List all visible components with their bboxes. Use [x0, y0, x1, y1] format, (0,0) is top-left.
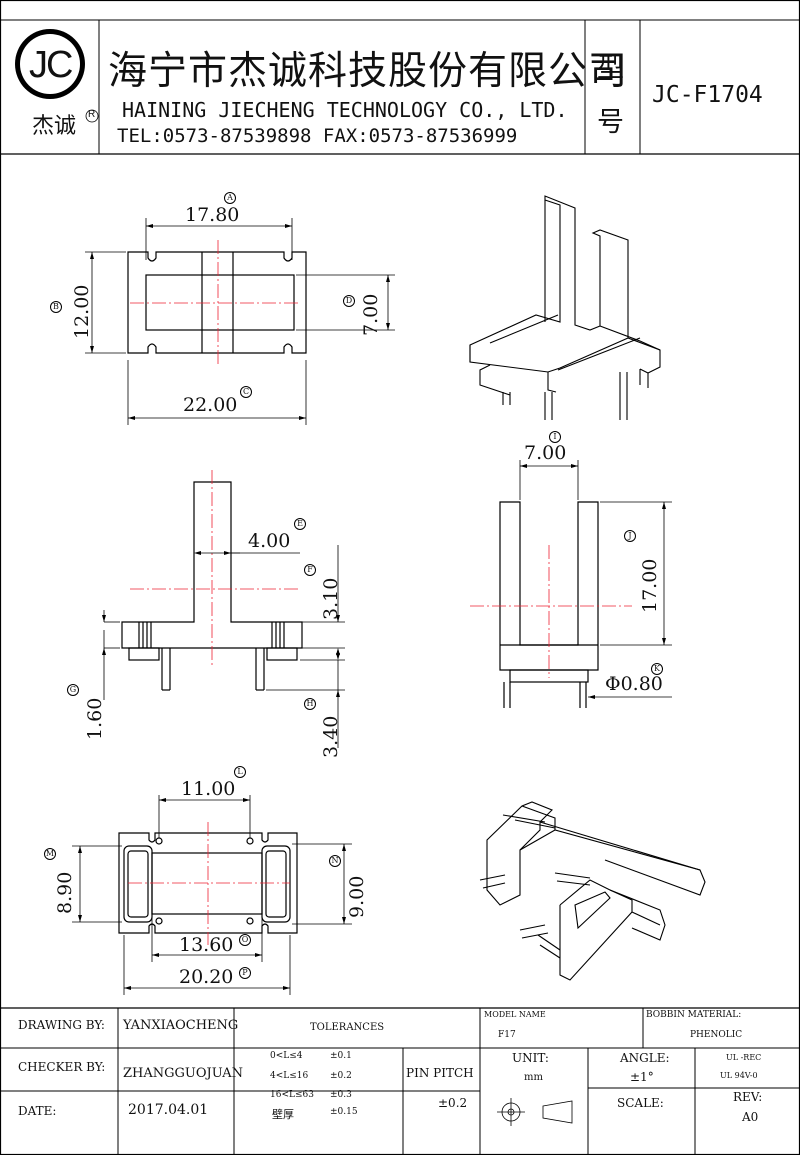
tol-row-3-value: ±0.3 — [330, 1090, 352, 1100]
dim-tag-f: F — [304, 564, 316, 576]
pin-pitch-value: ±0.2 — [438, 1096, 468, 1110]
dim-tag-d: D — [343, 295, 355, 307]
checker-by-value: ZHANGGUOJUAN — [123, 1066, 244, 1081]
tol-row-4-value: ±0.15 — [330, 1107, 358, 1117]
dim-tag-h: H — [304, 698, 316, 710]
company-name-en: HAINING JIECHENG TECHNOLOGY CO., LTD. — [122, 98, 568, 122]
dim-a-value: 17.80 — [185, 204, 240, 226]
bobbin-material-label: BOBBIN MATERIAL: — [646, 1010, 742, 1020]
dim-tag-k: K — [651, 663, 663, 675]
tol-row-4-range: 壁厚 — [272, 1108, 294, 1121]
logo-text: JC — [29, 44, 73, 86]
dim-k-value: Φ0.80 — [605, 673, 663, 695]
checker-by-label: CHECKER BY: — [18, 1060, 106, 1074]
bottom-view — [118, 832, 298, 934]
dim-b-value: 12.00 — [71, 284, 93, 339]
isometric-view-top — [469, 195, 661, 420]
dim-c-value: 22.00 — [183, 394, 238, 416]
tol-row-2-range: 4<L≤16 — [270, 1071, 309, 1081]
ul-94v0: UL 94V-0 — [720, 1071, 758, 1080]
drawing-by-value: YANXIAOCHENG — [123, 1018, 239, 1033]
angle-value: ±1° — [630, 1070, 654, 1084]
model-label-2: 号 — [597, 107, 624, 138]
projection-symbol — [497, 1098, 573, 1126]
model-name-label: MODEL NAME — [484, 1010, 546, 1019]
company-contact: TEL:0573-87539898 FAX:0573-87536999 — [117, 125, 518, 147]
dim-p-value: 20.20 — [179, 966, 234, 988]
tol-row-1-range: 0<L≤4 — [270, 1051, 303, 1061]
dim-tag-o: O — [239, 934, 251, 946]
tolerances-label: TOLERANCES — [310, 1022, 385, 1033]
drawing-by-label: DRAWING BY: — [18, 1018, 105, 1032]
dim-tag-a: A — [224, 192, 236, 204]
tol-row-2-value: ±0.2 — [330, 1071, 352, 1081]
date-label: DATE: — [18, 1104, 57, 1118]
dim-tag-b: B — [50, 301, 62, 313]
dim-tag-j: J — [624, 530, 636, 542]
dim-d-value: 7.00 — [360, 293, 382, 336]
scale-label: SCALE: — [617, 1096, 664, 1110]
dim-tag-l: L — [234, 766, 246, 778]
ul-rec: UL -REC — [726, 1053, 762, 1062]
dim-tag-i: I — [549, 431, 561, 443]
pin-pitch-label: PIN PITCH — [406, 1066, 474, 1080]
angle-label: ANGLE: — [620, 1051, 670, 1065]
logo-subtext: 杰诚 — [32, 114, 77, 139]
bobbin-material-value: PHENOLIC — [690, 1030, 743, 1040]
date-value: 2017.04.01 — [128, 1102, 209, 1118]
dim-tag-n: N — [329, 855, 341, 867]
dim-j-value: 17.00 — [639, 558, 661, 613]
top-view — [127, 251, 307, 354]
dim-e-value: 4.00 — [248, 530, 291, 552]
rev-label: REV: — [733, 1090, 763, 1104]
title-table-lines — [0, 1007, 800, 1155]
tol-row-1-value: ±0.1 — [330, 1051, 352, 1061]
unit-value: mm — [524, 1072, 543, 1083]
dim-n-value: 9.00 — [346, 875, 368, 918]
isometric-view-bottom — [479, 801, 706, 981]
dim-tag-c: C — [240, 386, 252, 398]
dim-g-value: 1.60 — [84, 697, 106, 740]
registered-mark: R — [88, 109, 96, 120]
dim-tag-g: G — [67, 684, 79, 696]
dim-tag-p: P — [239, 967, 251, 979]
dim-o-value: 13.60 — [179, 934, 234, 956]
tol-row-3-range: 16<L≤63 — [270, 1090, 314, 1100]
rev-value: A0 — [742, 1110, 759, 1124]
model-name-value: F17 — [498, 1030, 516, 1040]
dim-h-value: 3.40 — [320, 715, 342, 758]
dim-m-value: 8.90 — [54, 871, 76, 914]
company-name-cn: 海宁市杰诚科技股份有限公司 — [108, 49, 629, 94]
dim-f-value: 3.10 — [320, 577, 342, 620]
company-logo — [15, 29, 99, 123]
dim-tag-e: E — [294, 518, 306, 530]
model-number: JC-F1704 — [652, 82, 763, 108]
dim-l-value: 11.00 — [181, 778, 236, 800]
dim-tag-m: M — [44, 848, 56, 860]
unit-label: UNIT: — [512, 1051, 549, 1065]
dim-i-value: 7.00 — [524, 442, 567, 464]
model-label-1: 型 — [597, 53, 624, 84]
